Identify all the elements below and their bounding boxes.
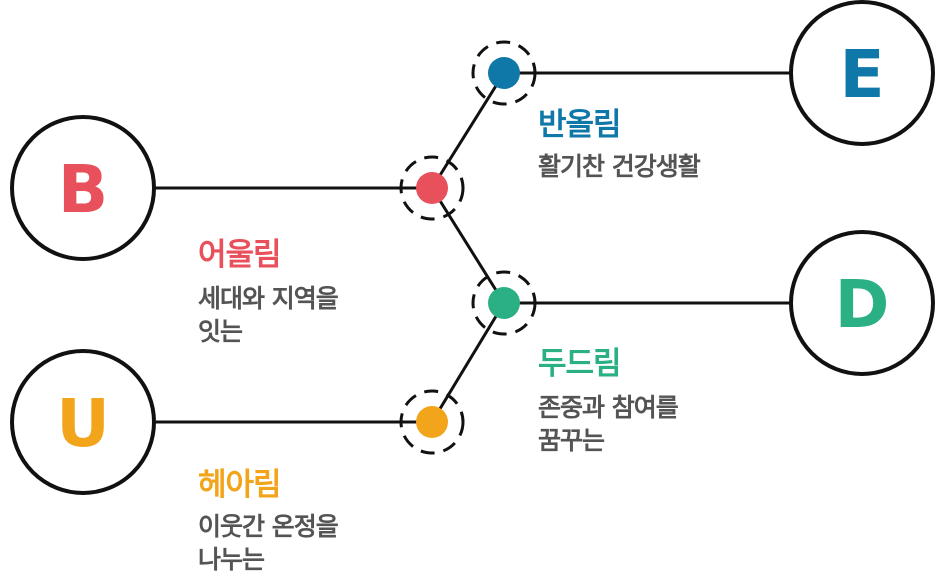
junction-ring-b — [399, 155, 465, 221]
label-d: 두드림 존중과 참여를 꿈꾸는 — [538, 345, 679, 457]
node-circle-d — [789, 230, 935, 376]
label-b: 어울림 세대와 지역을 잇는 — [198, 236, 339, 348]
node-letter-e: E — [839, 36, 884, 113]
trunk-b-e — [430, 71, 506, 190]
label-e: 반올림 활기찬 건강생활 — [538, 106, 701, 183]
label-u: 헤아림 이웃간 온정을 나누는 — [198, 466, 339, 576]
junction-dot-d — [488, 287, 520, 319]
label-u-desc-2: 나누는 — [198, 545, 265, 574]
label-d-desc-2: 꿈꾸는 — [538, 426, 605, 455]
junction-ring-d — [471, 270, 537, 336]
label-e-title: 반올림 — [538, 107, 622, 143]
trunk-d-u — [430, 301, 506, 424]
junction-dot-b — [416, 172, 448, 204]
junction-dot-u — [416, 406, 448, 438]
label-b-desc-2: 잇는 — [198, 317, 243, 346]
node-letter-u: U — [56, 385, 110, 462]
label-e-desc: 활기찬 건강생활 — [538, 152, 701, 181]
label-u-desc-1: 이웃간 온정을 — [198, 512, 339, 541]
label-d-desc-1: 존중과 참여를 — [538, 393, 679, 422]
label-b-desc-1: 세대와 지역을 — [198, 284, 339, 313]
node-circle-u — [10, 349, 156, 495]
junction-dot-e — [488, 57, 520, 89]
node-circle-e — [789, 0, 935, 146]
label-b-title: 어울림 — [198, 237, 282, 273]
label-u-title: 헤아림 — [198, 467, 282, 503]
junction-ring-u — [399, 389, 465, 455]
label-d-title: 두드림 — [538, 346, 622, 382]
node-circle-b — [10, 115, 156, 261]
junction-ring-e — [471, 40, 537, 106]
node-letter-b: B — [58, 151, 108, 228]
node-letter-d: D — [835, 266, 890, 343]
trunk-b-d — [430, 186, 506, 305]
